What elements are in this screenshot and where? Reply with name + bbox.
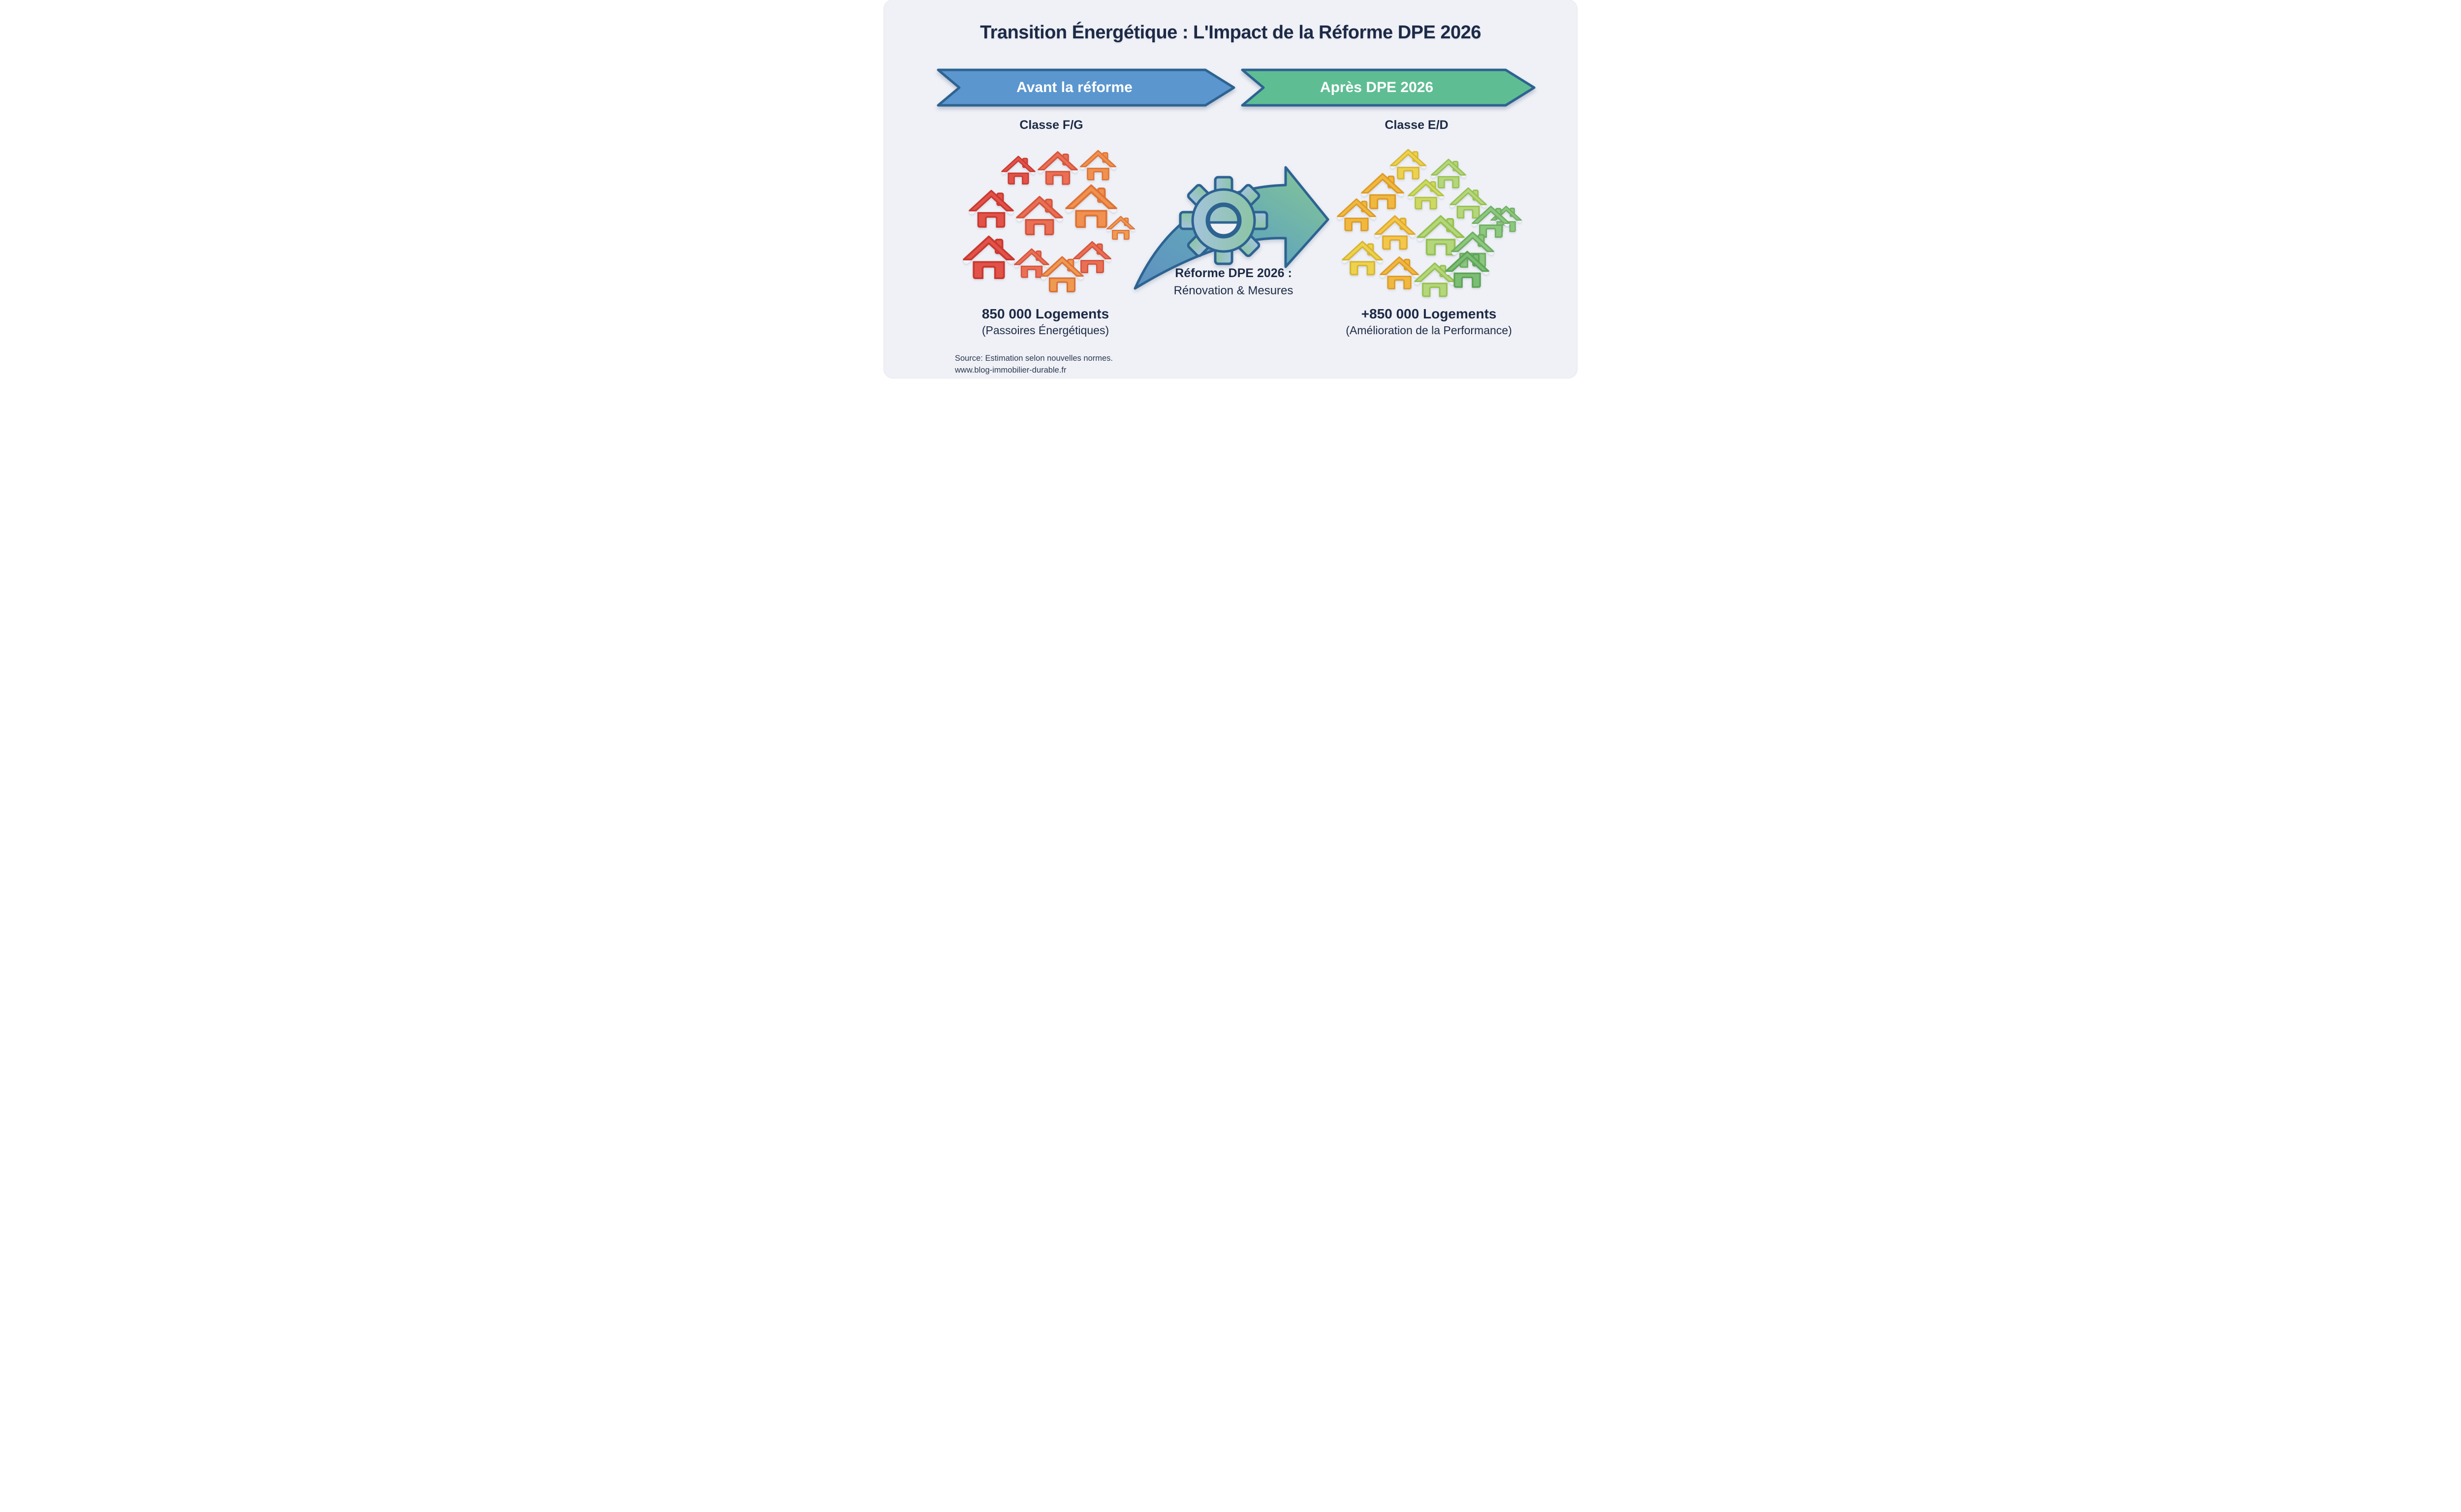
house-icon [1014, 248, 1049, 278]
house-icon [1361, 173, 1404, 209]
banner-before-shape [937, 68, 1235, 107]
house-icon [1041, 256, 1084, 292]
banner-before: Avant la réforme [937, 68, 1236, 107]
page-title: Transition Énergétique : L'Impact de la … [980, 22, 1481, 43]
stat-after-caption: (Amélioration de la Performance) [1346, 324, 1512, 337]
class-label-after: Classe E/D [1385, 118, 1449, 132]
house-icon [1408, 179, 1444, 210]
house-icon [1417, 215, 1465, 255]
house-icon [1445, 251, 1489, 288]
transformation-caption-line2: Rénovation & Mesures [1173, 284, 1294, 297]
gear-icon [1179, 176, 1268, 265]
source-note: Source: Estimation selon nouvelles norme… [955, 352, 1113, 376]
house-cluster-after [1337, 143, 1524, 301]
house-icon [969, 189, 1014, 228]
house-icon [1380, 256, 1419, 289]
gear-hole-ring [1205, 202, 1242, 239]
stat-after: +850 000 Logements (Amélioration de la P… [1316, 305, 1542, 338]
stat-before-caption: (Passoires Énergétiques) [981, 324, 1109, 337]
ribbon-arrow-shape [937, 68, 1235, 107]
house-icon [1414, 262, 1455, 297]
house-icon [1337, 198, 1376, 231]
house-icon [1374, 215, 1416, 250]
house-icon [1038, 151, 1078, 185]
stat-before-value: 850 000 Logements [981, 306, 1109, 321]
banner-after-label: Après DPE 2026 [1320, 79, 1434, 95]
ribbon-arrow-shape [1241, 68, 1536, 107]
banner-after: Après DPE 2026 [1241, 68, 1536, 107]
transformation-caption-line1: Réforme DPE 2026 : [1175, 266, 1292, 280]
house-icon [1065, 184, 1117, 228]
house-icon [1080, 150, 1116, 181]
transformation-graphic [1134, 166, 1329, 290]
banner-after-shape [1241, 68, 1536, 107]
infographic-card: Transition Énergétique : L'Impact de la … [884, 0, 1577, 378]
house-icon [1001, 156, 1036, 185]
class-label-before: Classe F/G [1019, 118, 1083, 132]
source-line: Source: Estimation selon nouvelles norme… [955, 354, 1113, 363]
house-icon [1390, 149, 1426, 180]
house-icon [1472, 205, 1510, 238]
house-icon [963, 235, 1015, 280]
house-icon [1431, 158, 1466, 189]
source-url: www.blog-immobilier-durable.fr [955, 366, 1067, 375]
house-icon [1342, 241, 1383, 276]
house-icon [1073, 241, 1111, 273]
stat-before: 850 000 Logements (Passoires Énergétique… [947, 305, 1144, 338]
house-icon [1016, 195, 1063, 236]
transformation-caption: Réforme DPE 2026 : Rénovation & Mesures [1135, 265, 1332, 299]
house-icon [1106, 216, 1135, 240]
stat-after-value: +850 000 Logements [1361, 306, 1497, 321]
house-cluster-before [963, 148, 1146, 301]
banner-before-label: Avant la réforme [1016, 79, 1133, 95]
